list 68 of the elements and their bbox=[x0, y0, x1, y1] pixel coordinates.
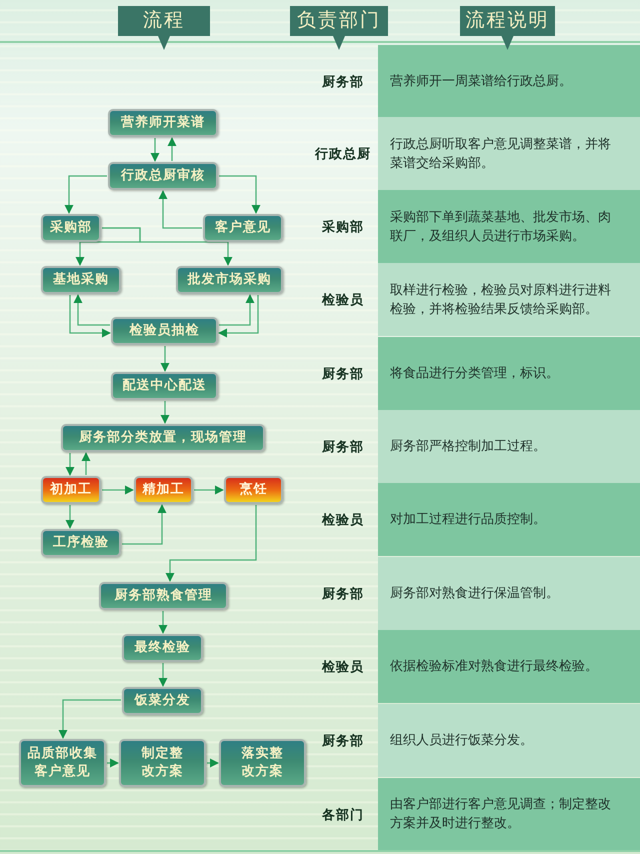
process-box: 配送中心配送 bbox=[111, 372, 218, 400]
arrow bbox=[58, 699, 121, 739]
department-label: 行政总厨 bbox=[314, 146, 372, 162]
header-tab: 流程说明 bbox=[460, 6, 555, 50]
process-box: 采购部 bbox=[41, 214, 101, 242]
header-tab: 负责部门 bbox=[290, 6, 388, 50]
process-box: 基地采购 bbox=[41, 266, 121, 294]
arrow bbox=[167, 137, 177, 161]
process-box: 最终检验 bbox=[122, 634, 203, 662]
description-band: 将食品进行分类管理，标识。 bbox=[378, 337, 640, 410]
department-label: 厨务部 bbox=[321, 366, 365, 382]
arrow bbox=[218, 295, 259, 338]
department-label: 各部门 bbox=[321, 806, 365, 824]
arrow bbox=[160, 401, 170, 424]
department-label: 厨务部 bbox=[321, 732, 365, 750]
arrow bbox=[150, 138, 160, 162]
arrow bbox=[207, 758, 219, 768]
arrow bbox=[73, 294, 110, 326]
arrow bbox=[122, 504, 167, 545]
process-box: 初加工 bbox=[41, 476, 101, 504]
description-band: 依据检验标准对熟食进行最终检验。 bbox=[378, 630, 640, 703]
arrow bbox=[64, 175, 107, 214]
process-box: 厨务部熟食管理 bbox=[99, 582, 228, 610]
arrow bbox=[194, 485, 224, 495]
process-box: 批发市场采购 bbox=[176, 266, 283, 294]
arrow bbox=[102, 227, 233, 266]
process-box: 厨务部分类放置，现场管理 bbox=[61, 424, 265, 452]
process-box: 行政总厨审核 bbox=[108, 162, 218, 190]
arrow bbox=[158, 190, 202, 229]
process-box: 落实整改方案 bbox=[219, 739, 306, 787]
department-label: 采购部 bbox=[321, 218, 365, 236]
department-label: 检验员 bbox=[320, 292, 365, 308]
process-box: 烹饪 bbox=[224, 476, 283, 504]
description-band: 行政总厨听取客户意见调整菜谱，并将菜谱交给采购部。 bbox=[378, 117, 640, 190]
process-box: 精加工 bbox=[134, 476, 193, 504]
process-box: 品质部收集客户意见 bbox=[19, 739, 106, 787]
description-band: 厨务部严格控制加工过程。 bbox=[378, 410, 640, 483]
arrow bbox=[219, 294, 255, 326]
description-band: 对加工过程进行品质控制。 bbox=[378, 483, 640, 556]
process-box: 检验员抽检 bbox=[111, 317, 218, 345]
arrow bbox=[65, 453, 75, 476]
process-box: 饭菜分发 bbox=[122, 687, 203, 715]
arrow bbox=[102, 485, 134, 495]
arrow bbox=[81, 452, 91, 475]
process-box: 客户意见 bbox=[203, 214, 283, 242]
arrow bbox=[165, 505, 257, 582]
description-band: 由客户部进行客户意见调查；制定整改方案并及时进行整改。 bbox=[378, 778, 640, 850]
description-band: 营养师开一周菜谱给行政总厨。 bbox=[378, 45, 640, 118]
arrow bbox=[160, 346, 170, 372]
description-band: 取样进行检验，检验员对原料进行进料检验，并将检验结果反馈给采购部。 bbox=[378, 263, 640, 336]
department-label: 检验员 bbox=[320, 512, 365, 528]
arrow bbox=[158, 663, 168, 687]
arrow bbox=[219, 175, 261, 214]
department-label: 厨务部 bbox=[321, 586, 365, 602]
description-band: 采购部下单到蔬菜基地、批发市场、肉联厂，及组织人员进行市场采购。 bbox=[378, 190, 640, 263]
process-box: 制定整改方案 bbox=[119, 739, 206, 787]
process-box: 工序检验 bbox=[41, 529, 121, 557]
department-label: 厨务部 bbox=[321, 74, 365, 90]
arrow bbox=[107, 758, 119, 768]
description-band: 组织人员进行饭菜分发。 bbox=[378, 704, 640, 777]
process-box: 营养师开菜谱 bbox=[108, 109, 218, 137]
arrow bbox=[158, 611, 168, 634]
arrow bbox=[69, 295, 111, 338]
department-label: 检验员 bbox=[320, 658, 365, 676]
arrow bbox=[65, 505, 75, 529]
department-label: 厨务部 bbox=[321, 438, 365, 456]
header-tab: 流程 bbox=[118, 6, 210, 50]
description-band: 厨务部对熟食进行保温管制。 bbox=[378, 557, 640, 630]
